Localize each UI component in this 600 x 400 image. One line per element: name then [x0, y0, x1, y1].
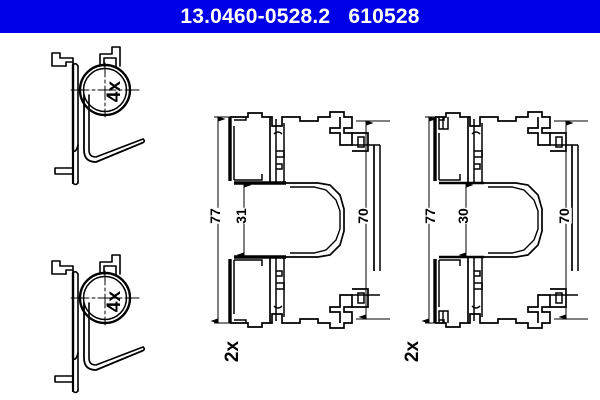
drawing-canvas	[0, 33, 600, 400]
dimension-label-right-30: 30	[454, 208, 471, 224]
quantity-label-spring-clip-top: 4x	[104, 80, 126, 103]
dimension-label-right-77: 77	[421, 208, 438, 224]
header-banner: 13.0460-0528.2 610528	[0, 0, 600, 33]
dimension-label-middle-77: 77	[206, 208, 223, 224]
quantity-label-spring-clip-bottom: 4x	[104, 290, 126, 313]
spring-clip-top-left	[51, 46, 146, 186]
spring-clip-bottom-left	[51, 254, 146, 394]
page-title: 13.0460-0528.2 610528	[180, 5, 420, 28]
dimension-label-right-70: 70	[555, 208, 572, 224]
dimension-label-middle-70: 70	[354, 208, 371, 224]
quantity-label-plate-right: 2x	[402, 340, 424, 363]
dimension-label-middle-31: 31	[232, 208, 249, 224]
quantity-label-plate-middle: 2x	[222, 340, 244, 363]
